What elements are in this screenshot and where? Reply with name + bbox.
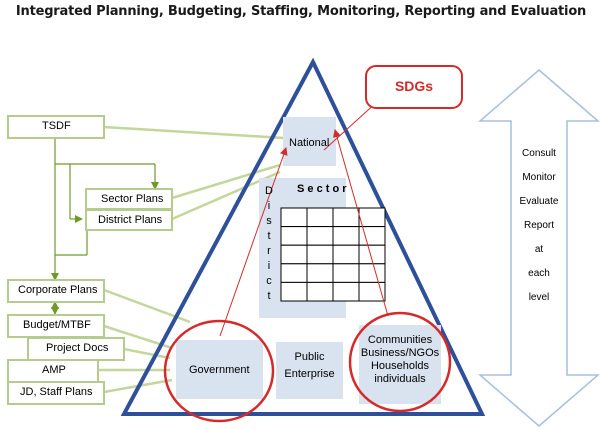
red-ellipses [163, 311, 452, 423]
grid-cell [280, 207, 308, 228]
district-letter: D [265, 185, 273, 197]
grid-cell [306, 244, 334, 265]
grid-cell [306, 281, 334, 302]
sector-grid [280, 207, 386, 302]
sdgs-box [365, 65, 463, 109]
box-communities [359, 325, 441, 404]
label-project-docs: Project Docs [46, 342, 109, 354]
communities-line4: individuals [374, 373, 426, 385]
communities-line3: Households [370, 360, 430, 372]
grid-cell [332, 281, 360, 302]
grid-cell [332, 244, 360, 265]
grid-cell [306, 226, 334, 246]
grid-cell [332, 226, 360, 246]
grid-cell [358, 207, 386, 228]
label-budget-mtbf: Budget/MTBF [23, 319, 91, 331]
grid-cell [306, 263, 334, 283]
box-jd-staff-plans [7, 381, 105, 405]
grid-cell [280, 281, 308, 302]
government-ellipse [163, 319, 275, 423]
label-sector: S e c t o r [297, 183, 347, 195]
label-district-plans: District Plans [98, 214, 163, 226]
grid-cell [280, 226, 308, 246]
grid-cell [280, 244, 308, 265]
double-arrow-shape [477, 69, 601, 427]
public-enterprise-line1: Public [294, 351, 325, 363]
label-communities: Communities Business/NGOs Households ind… [359, 334, 441, 386]
grid-cell [358, 281, 386, 302]
label-sector-plans: Sector Plans [101, 193, 164, 205]
hierarchy-arrows [51, 139, 159, 315]
arrow-text-line: Evaluate [519, 196, 559, 207]
box-public-enterprise [276, 342, 343, 399]
pyramid-triangle [120, 57, 486, 416]
label-corporate-plans: Corporate Plans [18, 284, 98, 296]
public-enterprise-line2: Enterprise [284, 368, 335, 380]
communities-line2: Business/NGOs [360, 347, 440, 359]
box-corporate-plans [7, 279, 105, 303]
district-letter: t [267, 230, 271, 242]
label-tsdf: TSDF [42, 120, 71, 132]
arrow-text-line: at [534, 244, 544, 255]
label-public-enterprise: Public Enterprise [276, 351, 343, 381]
district-letter: t [267, 290, 271, 302]
label-jd-staff-plans: JD, Staff Plans [20, 386, 93, 398]
district-letter: s [266, 215, 272, 227]
arrow-text-line: Monitor [522, 172, 556, 183]
district-letter: r [267, 245, 271, 257]
page-title: Integrated Planning, Budgeting, Staffing… [15, 4, 587, 19]
box-national [283, 117, 336, 166]
label-government: Government [189, 364, 250, 376]
communities-ellipse [348, 311, 452, 413]
grid-cell [332, 263, 360, 283]
left-boxes [7, 115, 173, 405]
communities-line1: Communities [367, 334, 433, 346]
arrow-text-line: each [528, 268, 550, 279]
grid-cell [332, 207, 360, 228]
box-district-plans [85, 209, 173, 231]
pyramid-boxes [176, 117, 441, 404]
box-tsdf [7, 115, 105, 139]
grid-cell [306, 207, 334, 228]
label-national: National [289, 137, 330, 149]
district-letter: c [266, 275, 272, 287]
box-government [176, 340, 263, 399]
green-connectors [98, 125, 285, 394]
district-letter: i [267, 260, 271, 272]
grid-cell [358, 263, 386, 283]
arrow-text-line: level [528, 292, 550, 303]
grid-cell [280, 263, 308, 283]
arrow-text-line: Report [523, 220, 554, 231]
label-sdgs: SDGs [394, 78, 434, 94]
district-letter: i [267, 200, 271, 212]
label-amp: AMP [42, 364, 66, 376]
arrow-text-line: Consult [522, 148, 556, 159]
